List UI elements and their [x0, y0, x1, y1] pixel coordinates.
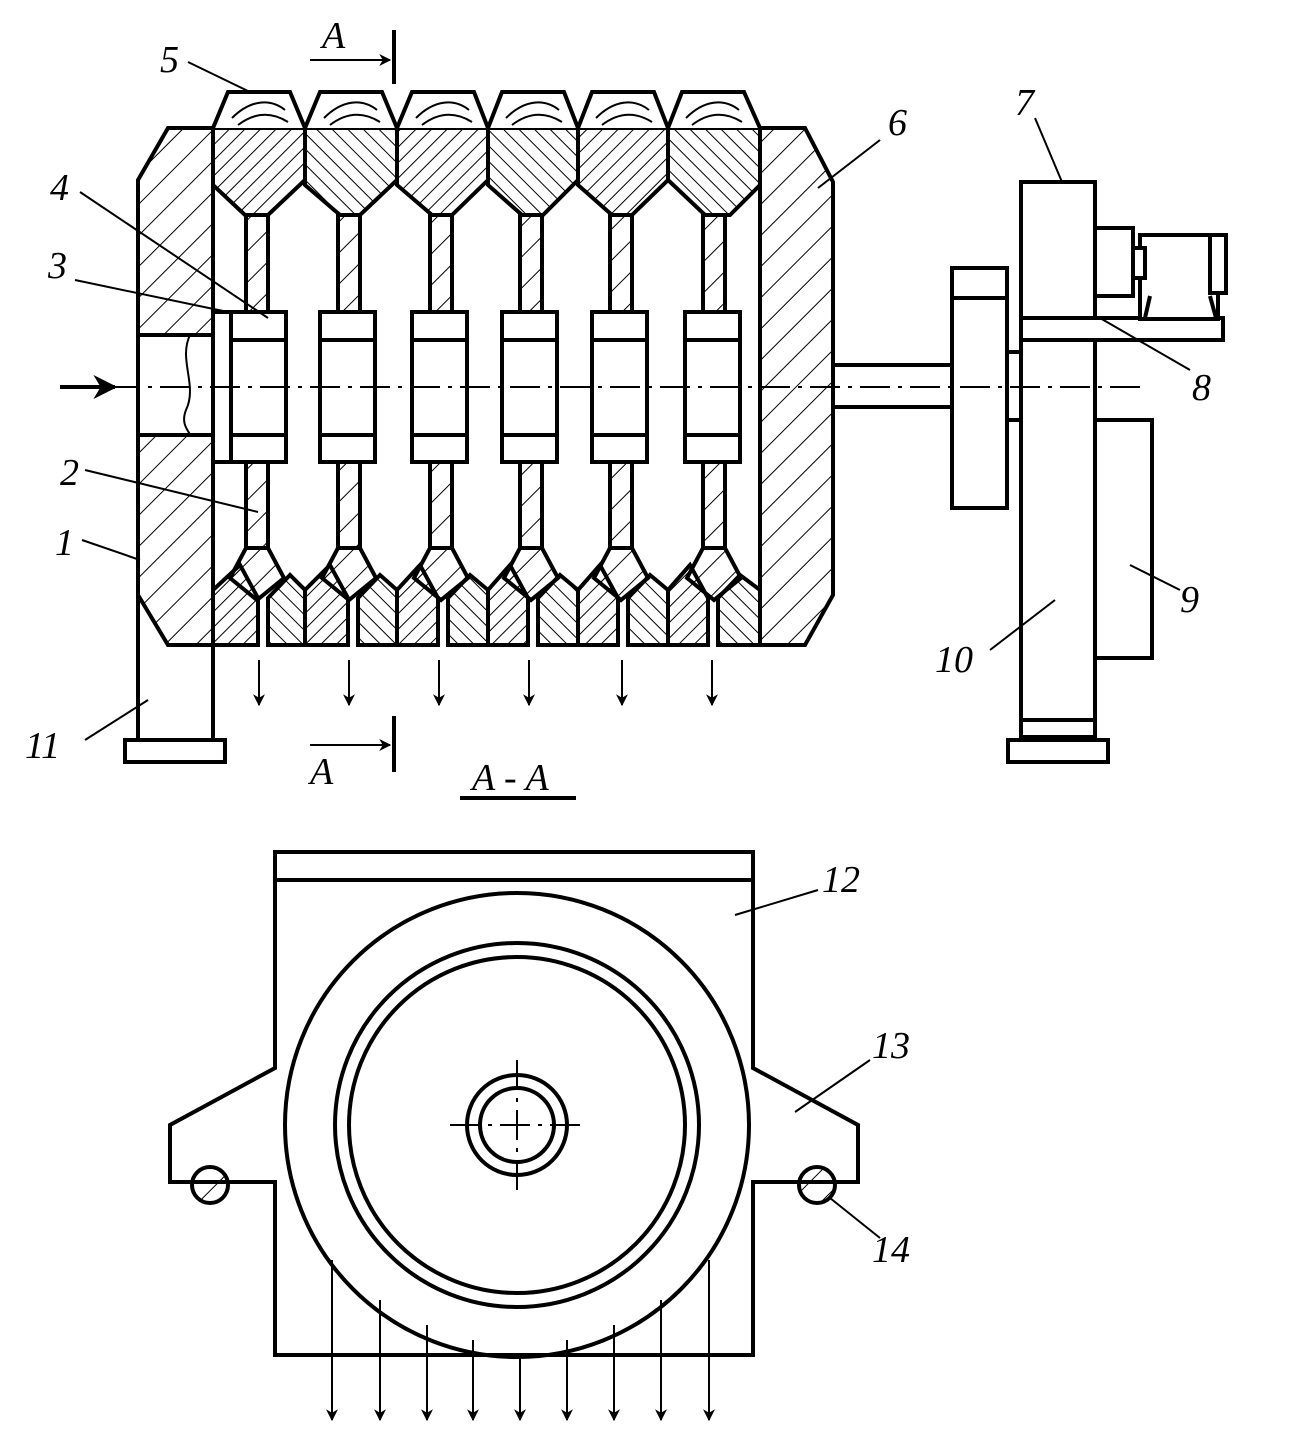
pin-left	[190, 1165, 230, 1205]
label-2: 2	[60, 452, 79, 494]
drive-frame	[1019, 180, 1097, 739]
inlet-opening	[136, 333, 215, 437]
section-discharge-arrows	[326, 1260, 715, 1422]
label-7: 7	[1015, 82, 1036, 124]
label-10: 10	[935, 639, 973, 681]
rotor-hubs	[229, 310, 742, 464]
label-3: 3	[47, 245, 67, 287]
label-9: 9	[1180, 579, 1199, 621]
section-letter-bottom: A	[307, 751, 334, 793]
pin-right	[797, 1165, 837, 1205]
section-title: A - A	[469, 757, 549, 799]
left-end-plate	[136, 126, 215, 337]
rotor-discs	[227, 213, 744, 603]
leader-lines	[74, 61, 1191, 741]
label-11: 11	[25, 725, 60, 767]
label-1: 1	[55, 522, 74, 564]
upper-housing	[211, 126, 762, 217]
label-4: 4	[50, 167, 69, 209]
section-view: A - A 12 13	[168, 757, 910, 1422]
section-housing	[168, 850, 860, 1357]
feed-hoppers	[211, 90, 762, 129]
section-letter-top: A	[319, 15, 346, 57]
label-13: 13	[872, 1025, 910, 1067]
label-6: 6	[888, 102, 907, 144]
label-14: 14	[872, 1229, 910, 1271]
motor-platform	[1019, 316, 1225, 342]
gearbox-9	[1093, 418, 1154, 660]
lower-housing	[211, 561, 762, 647]
support-leg	[123, 595, 227, 764]
discharge-arrows	[253, 660, 718, 707]
motor	[1138, 233, 1220, 321]
side-view: A A 5 4 3 2 1 11 6 7 8 9	[25, 15, 1228, 793]
section-marker-bottom: A	[307, 716, 396, 793]
label-8: 8	[1192, 367, 1211, 409]
section-marker-top: A	[310, 15, 396, 84]
label-12: 12	[822, 859, 860, 901]
outer-rotor-circle	[283, 891, 751, 1359]
left-end-plate-lower	[136, 433, 215, 647]
label-5: 5	[160, 39, 179, 81]
